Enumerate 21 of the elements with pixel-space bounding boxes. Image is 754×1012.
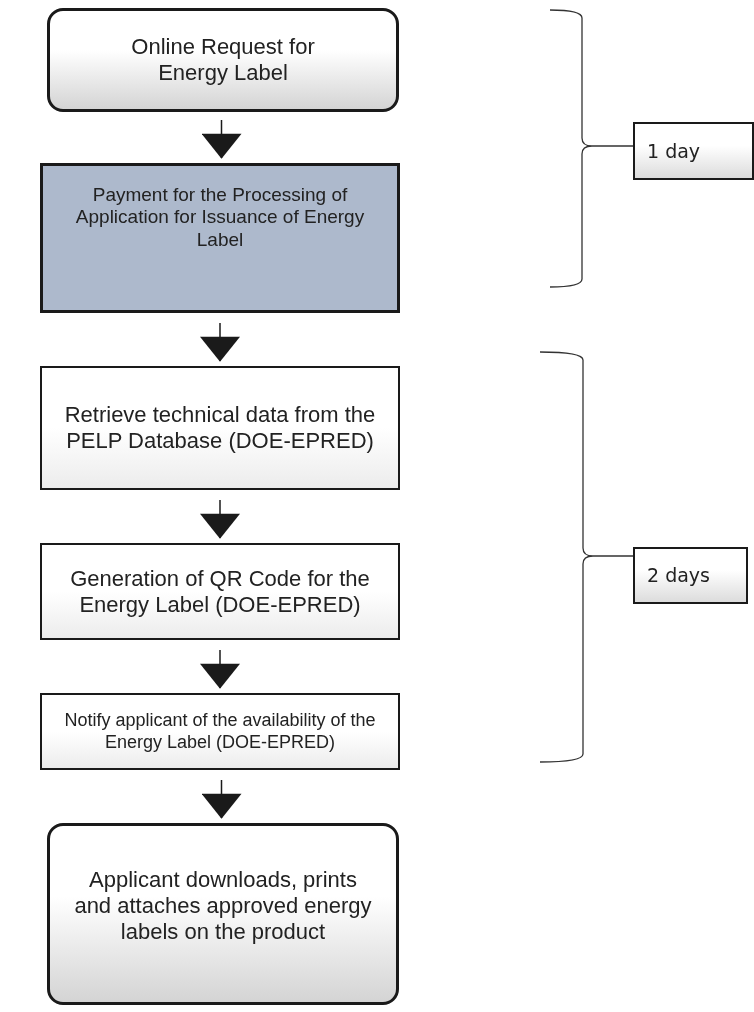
box-label: Online Request for Energy Label: [130, 34, 316, 86]
process-box: [47, 823, 399, 1005]
arrow: [201, 119, 242, 159]
process-box: [47, 8, 399, 112]
duration-box: [633, 122, 754, 180]
box-label: Generation of QR Code for the Energy Label (DOE-EPRED): [69, 565, 371, 618]
process-box: [40, 163, 400, 313]
box-label: Retrieve technical data from the PELP Database (DOE-EPRED): [63, 402, 377, 454]
duration-box: [633, 547, 748, 604]
process-box: [40, 543, 400, 640]
box-label: 1 day: [647, 139, 701, 163]
box-label: Payment for the Processing of Application for Issuance of Energy Label: [74, 184, 366, 252]
box-label: 2 days: [647, 564, 710, 587]
box-label: Applicant downloads, prints and attaches approved energy labels on the product: [73, 867, 373, 945]
process-box: [40, 693, 400, 770]
arrow: [200, 649, 240, 689]
arrow: [200, 499, 240, 539]
process-box: [40, 366, 400, 490]
box-label: Notify applicant of the availability of the Energy Label (DOE-EPRED): [63, 710, 377, 753]
arrow: [200, 322, 240, 362]
arrow: [201, 779, 242, 819]
